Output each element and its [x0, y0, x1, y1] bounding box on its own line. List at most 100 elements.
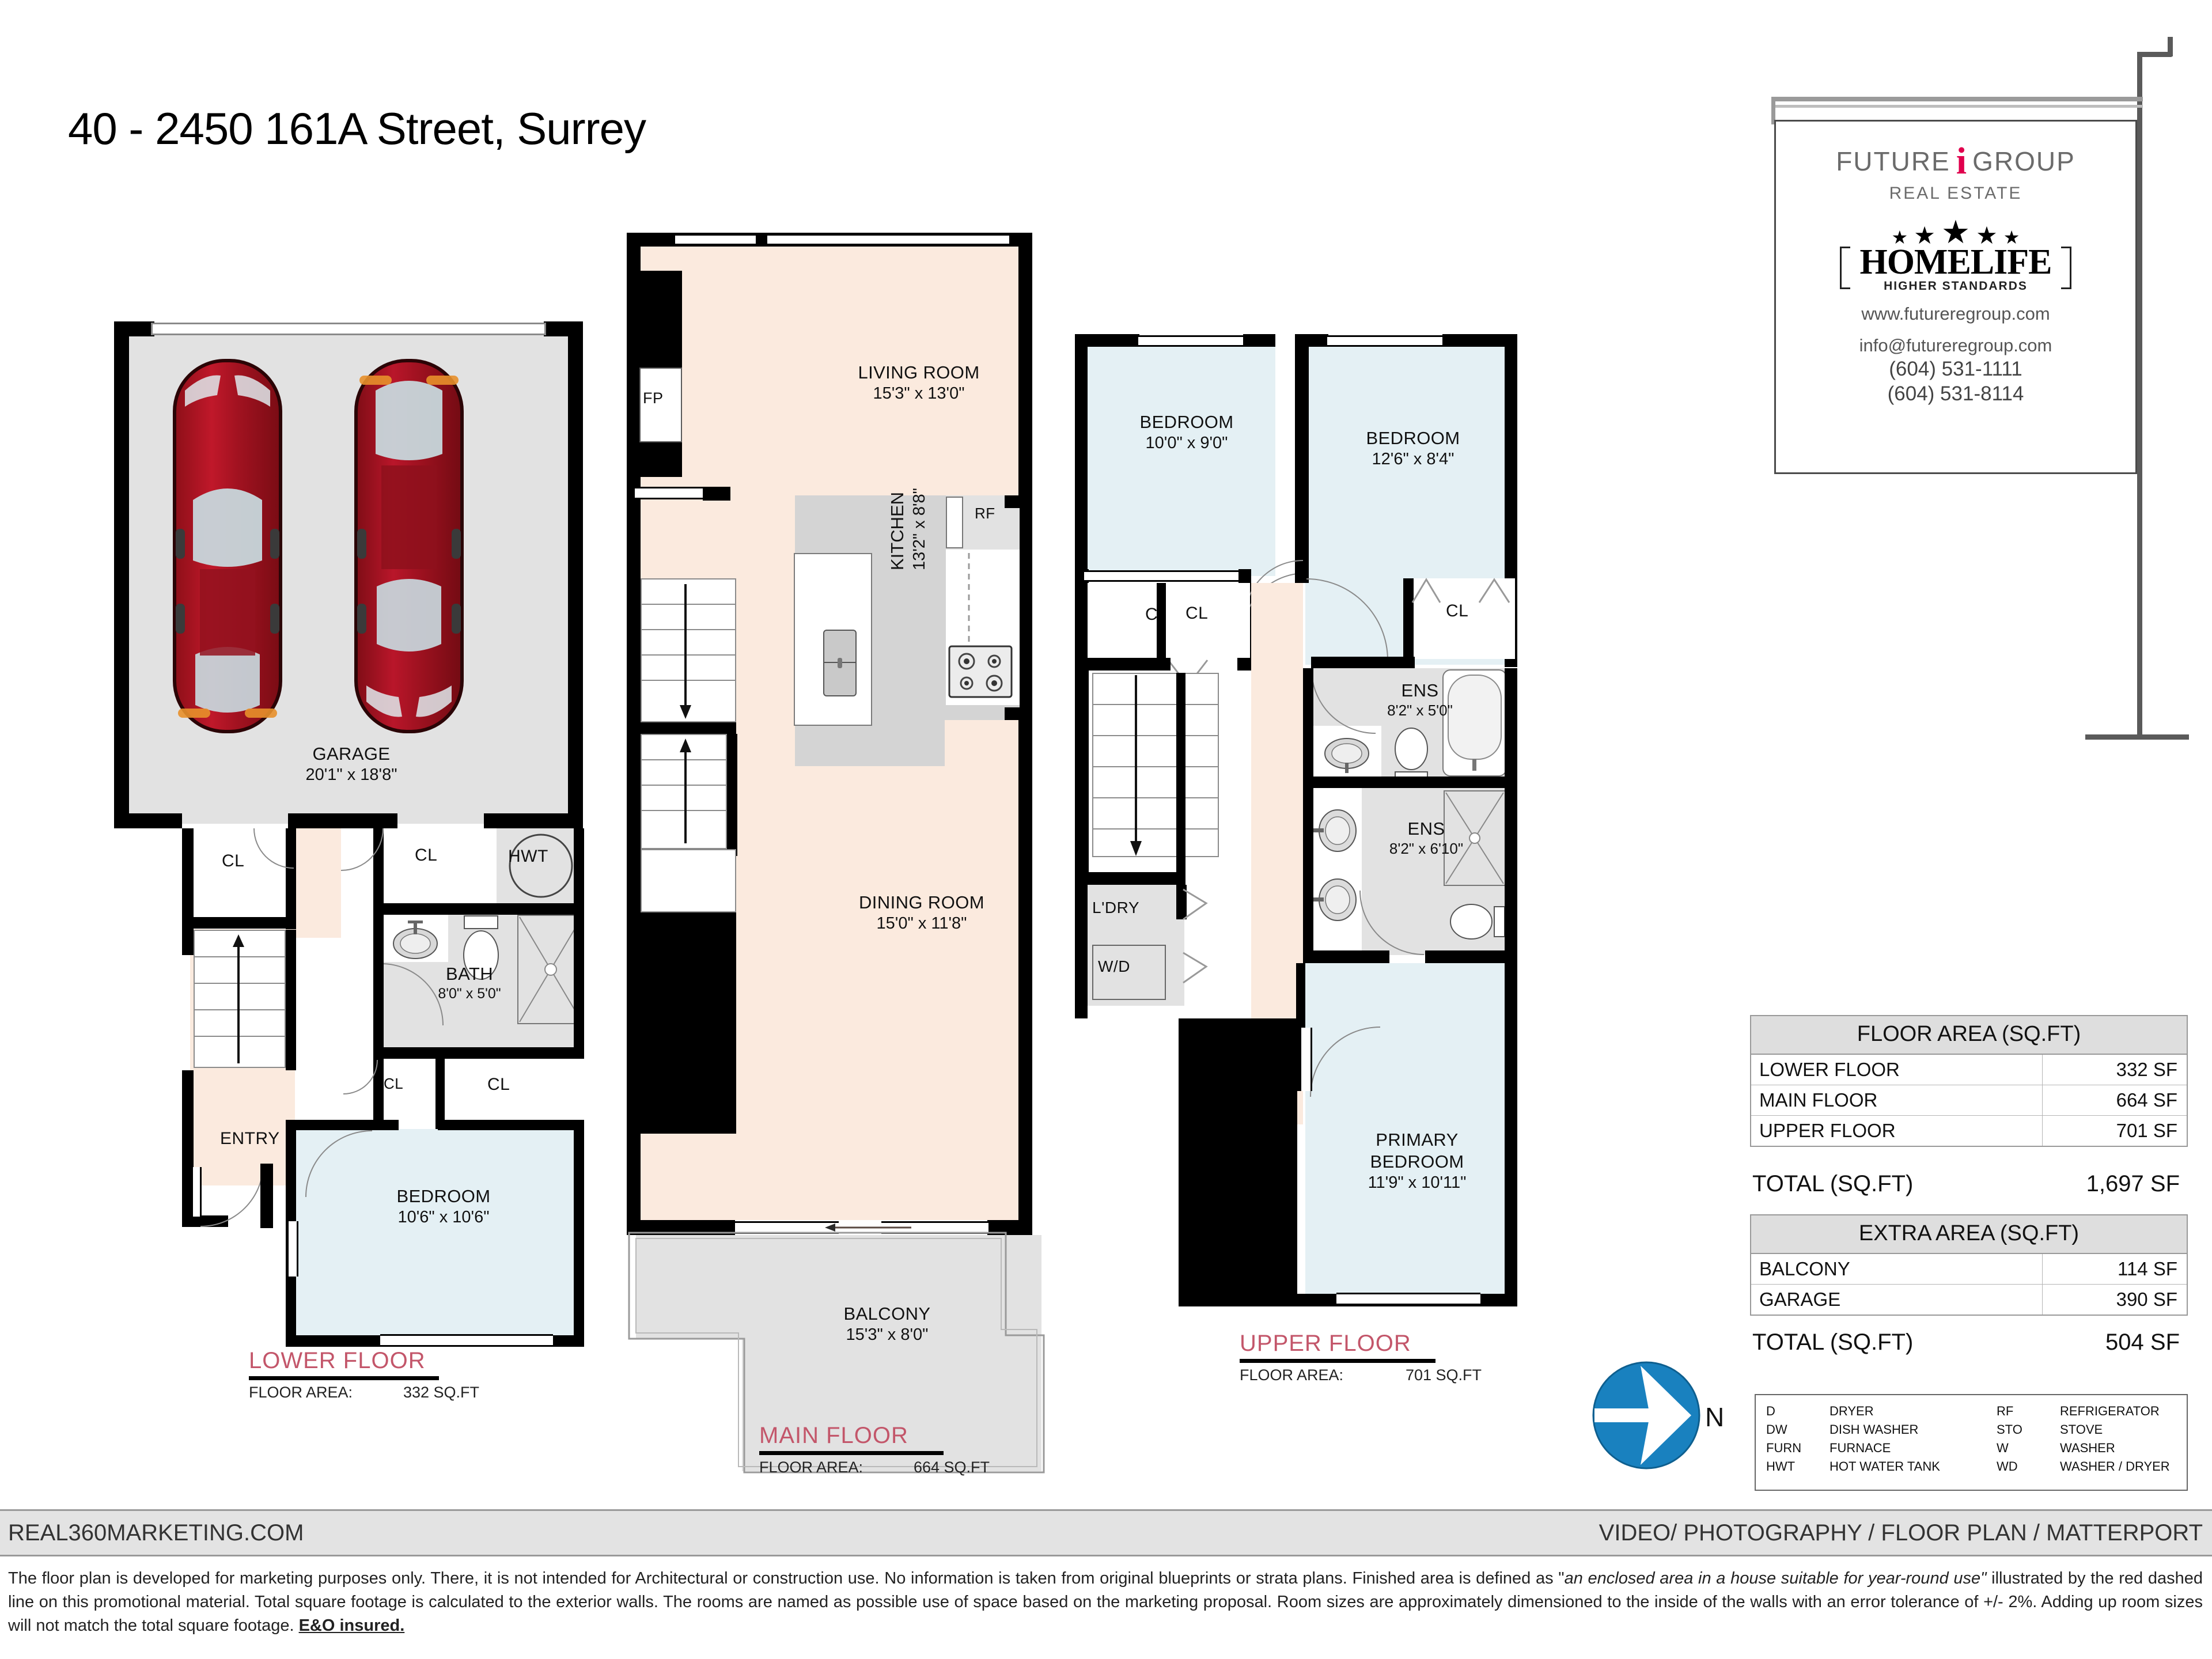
stair-direction-arrow-icon — [233, 934, 244, 1063]
kitchen-floor-2 — [795, 720, 945, 766]
hwt-label: HWT — [508, 847, 548, 866]
bath-label: BATH 8'0" x 5'0" — [438, 964, 501, 1002]
hwt-circle-icon — [509, 834, 573, 898]
brand-word-group: GROUP — [1972, 146, 2075, 176]
garage-wall-top-r — [544, 321, 583, 336]
garage-wall-bottom-r — [484, 813, 583, 828]
wall — [373, 1047, 583, 1059]
closet-lower-4 — [445, 1059, 584, 1129]
stair-tread — [1092, 828, 1219, 830]
table-row: MAIN FLOOR 664 SF — [1751, 1085, 2187, 1116]
star-icon: ★ — [1914, 222, 1936, 249]
stairs-upper — [1092, 673, 1219, 857]
sink-icon — [393, 921, 438, 959]
stairs-landing — [641, 849, 736, 912]
hall-floor-2 — [295, 828, 341, 938]
hot-water-tank-area — [497, 828, 583, 903]
brand-website[interactable]: www.futureregroup.com — [1861, 303, 2050, 324]
upper-floor-title: UPPER FLOOR FLOOR AREA: 701 SQ.FT — [1240, 1331, 1482, 1384]
wall — [1505, 963, 1517, 1306]
signpost-hanger-left — [1771, 97, 1775, 124]
stair-tread — [641, 604, 736, 605]
extra-area-total: TOTAL (SQ.FT) 504 SF — [1752, 1330, 2180, 1355]
compass-icon — [1592, 1361, 1700, 1469]
wall — [1238, 569, 1251, 583]
star-icon: ★ — [1976, 222, 1998, 249]
washer-dryer-unit — [1092, 945, 1166, 1000]
wall — [1176, 885, 1187, 919]
star-icon: ★ — [2003, 227, 2020, 248]
main-floor-title: MAIN FLOOR FLOOR AREA: 664 SQ.FT — [759, 1423, 990, 1476]
wall — [182, 917, 295, 929]
wall — [1157, 658, 1171, 671]
brand-phone-2[interactable]: (604) 531-8114 — [1887, 382, 2024, 405]
legend-row: HWT HOT WATER TANK WD WASHER / DRYER — [1766, 1459, 2170, 1474]
divider — [759, 1451, 944, 1455]
wall — [260, 1164, 273, 1228]
window — [675, 234, 756, 245]
closet-label-cl: CL — [1185, 604, 1209, 623]
bracket-right-icon — [2061, 246, 2071, 289]
disclaimer-italic: an enclosed area in a house suitable for… — [1564, 1569, 1987, 1588]
extra-area-table-header: EXTRA AREA (SQ.FT) — [1751, 1215, 2187, 1254]
fireplace — [639, 368, 682, 442]
wall — [727, 734, 737, 856]
closet-label-cl: CL — [222, 851, 245, 870]
footer-website[interactable]: REAL360MARKETING.COM — [8, 1520, 304, 1546]
brand-word-future: FUTURE — [1836, 146, 1950, 176]
window — [767, 234, 1009, 245]
car-icon — [173, 359, 282, 733]
balcony-label: BALCONY 15'3" x 8'0" — [843, 1304, 931, 1344]
wall-opening — [635, 487, 704, 499]
fireplace-wall-b — [627, 442, 682, 477]
north-label: N — [1705, 1402, 1725, 1432]
wall — [1176, 673, 1185, 885]
brand-email[interactable]: info@futureregroup.com — [1859, 335, 2052, 356]
disclaimer-part-2: illustrated by the red dashed line on th… — [8, 1569, 2203, 1635]
wall — [1075, 583, 1088, 671]
wall — [1075, 334, 1139, 347]
stair-tread — [641, 654, 736, 656]
main-wall-right — [1018, 233, 1032, 1235]
bifold-door-icon — [1411, 578, 1510, 603]
stair-tread — [641, 785, 727, 786]
wall — [574, 1120, 584, 1346]
sink-icon — [1313, 809, 1357, 852]
stairs-down-main — [641, 578, 736, 722]
bedroom-upper-1-floor — [1084, 346, 1275, 576]
stair-direction-arrow-icon — [680, 584, 691, 719]
door-panel — [1300, 1028, 1312, 1091]
disclaimer-part-1: The floor plan is developed for marketin… — [8, 1569, 1565, 1588]
kitchen-label: KITCHEN — [887, 491, 907, 570]
primary-bedroom-label: PRIMARY BEDROOM 11'9" x 10'11" — [1368, 1130, 1467, 1192]
stair-tread — [1092, 766, 1219, 767]
bifold-door-icon — [1183, 952, 1208, 984]
closet-lower-3 — [380, 1059, 434, 1129]
bifold-door-icon — [1183, 888, 1208, 921]
brand-phone-1[interactable]: (604) 531-1111 — [1889, 358, 2022, 381]
ens-2-label: ENS 8'2" x 6'10" — [1389, 819, 1464, 857]
brand-card: FUTURE i GROUP REAL ESTATE ★ ★ ★ ★ ★ HOM… — [1774, 120, 2137, 474]
garage-wall-left — [114, 321, 129, 828]
signpost-hanger-bar — [1771, 97, 2143, 101]
footer-services: VIDEO/ PHOTOGRAPHY / FLOOR PLAN / MATTER… — [1599, 1520, 2203, 1546]
laundry-label: L'DRY — [1092, 899, 1140, 916]
window — [287, 1221, 298, 1277]
extra-area-table: EXTRA AREA (SQ.FT) BALCONY 114 SF GARAGE… — [1750, 1214, 2188, 1316]
wall — [373, 915, 384, 1059]
closet-upper-3 — [1164, 583, 1250, 664]
garage-label: GARAGE 20'1" x 18'8" — [305, 744, 397, 784]
garage-wall-right — [568, 321, 583, 828]
bedroom-lower-label: BEDROOM 10'6" x 10'6" — [396, 1186, 491, 1226]
stairs-up-main — [641, 734, 727, 849]
homelife-logo: HOMELIFE HIGHER STANDARDS — [1840, 242, 2071, 293]
five-stars-icon: ★ ★ ★ ★ ★ — [1892, 216, 2020, 249]
wall — [182, 1070, 194, 1227]
stove-icon — [948, 645, 1013, 698]
signpost-base — [2085, 734, 2189, 740]
car-icon — [354, 359, 464, 733]
closet-label-cl: CL — [1446, 601, 1469, 620]
divider — [249, 1376, 439, 1380]
wall-block — [627, 912, 736, 1134]
bathtub-icon — [1448, 675, 1502, 771]
